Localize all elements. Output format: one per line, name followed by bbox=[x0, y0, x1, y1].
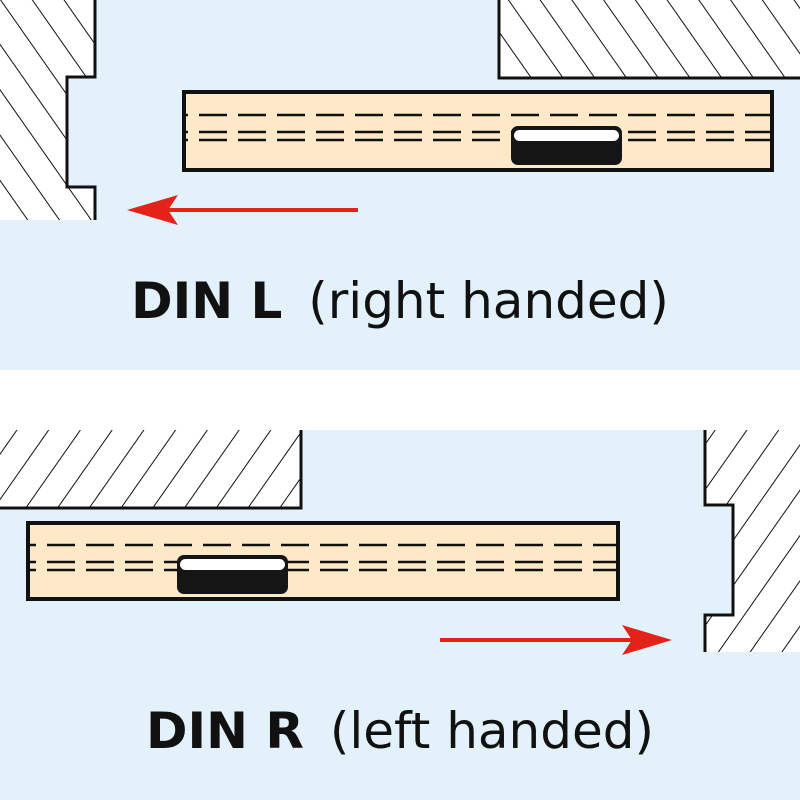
door-leaf-icon bbox=[182, 90, 774, 172]
panel-title: DIN L (right handed) bbox=[131, 272, 669, 330]
title-bold: DIN R bbox=[146, 702, 304, 760]
title-rest: (left handed) bbox=[330, 702, 654, 760]
panel-title: DIN R (left handed) bbox=[146, 702, 654, 760]
door-leaf-icon bbox=[26, 521, 620, 601]
wall-hatch-icon bbox=[0, 430, 303, 510]
panel-separator bbox=[0, 370, 800, 430]
wall-hatch-icon bbox=[0, 0, 97, 220]
lock-latch-icon bbox=[511, 126, 622, 165]
title-rest: (right handed) bbox=[308, 272, 669, 330]
title-bold: DIN L bbox=[131, 272, 282, 330]
arrow-right-icon bbox=[440, 625, 672, 655]
lock-latch-icon bbox=[177, 555, 288, 594]
arrow-left-icon bbox=[127, 195, 358, 225]
panel-din-r: DIN R (left handed) bbox=[0, 430, 800, 800]
panel-din-l: DIN L (right handed) bbox=[0, 0, 800, 370]
wall-hatch-icon bbox=[703, 430, 800, 652]
wall-hatch-icon bbox=[497, 0, 800, 80]
